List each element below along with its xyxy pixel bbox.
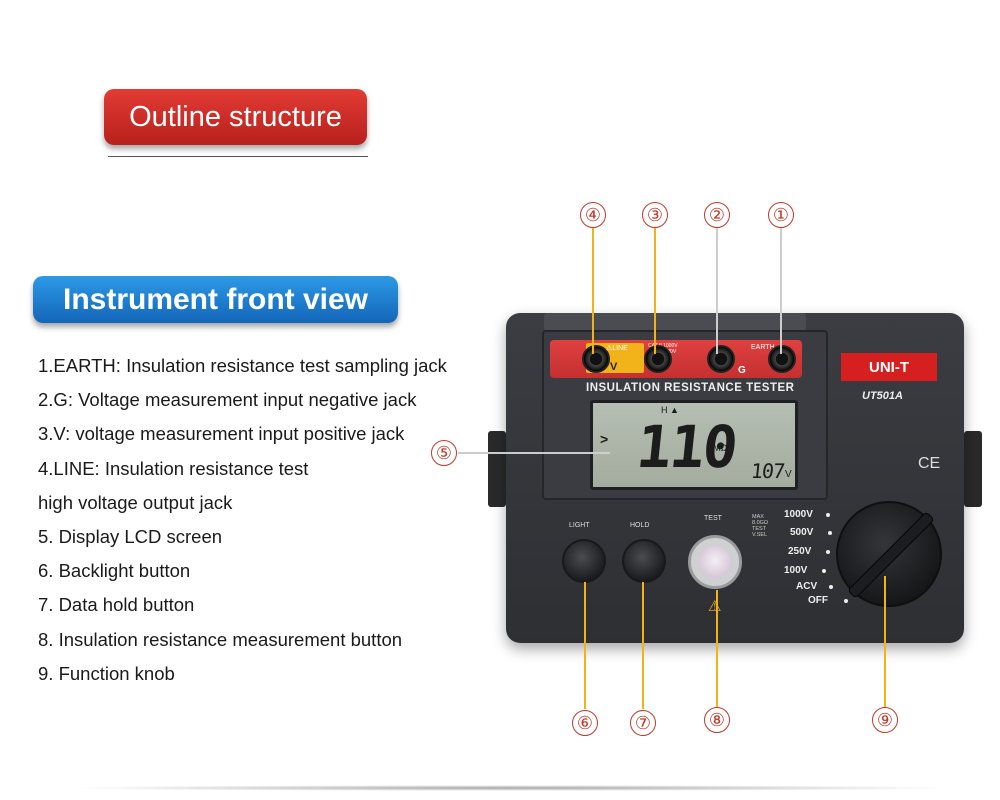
g-jack[interactable] bbox=[707, 345, 735, 373]
hold-button[interactable] bbox=[622, 539, 666, 583]
leader-line-8 bbox=[716, 590, 718, 708]
left-side-bracket bbox=[488, 431, 506, 507]
g-jack-label: G bbox=[738, 365, 746, 376]
earth-jack[interactable] bbox=[768, 345, 796, 373]
range-dot bbox=[829, 585, 833, 589]
range-dot bbox=[822, 569, 826, 573]
callout-7: ⑦ bbox=[630, 710, 656, 736]
insulation-tester-device: ⚠LINE V CAT II 1000V CAT III 600V G EART… bbox=[488, 313, 982, 643]
callout-8: ⑧ bbox=[704, 707, 730, 733]
callout-2: ② bbox=[704, 202, 730, 228]
lcd-sub-unit: V bbox=[785, 469, 792, 480]
description-backlight: 6. Backlight button bbox=[38, 560, 191, 582]
range-100v: 100V bbox=[784, 565, 808, 576]
brand-logo: UNI-T bbox=[841, 353, 937, 381]
range-note: MAX 8.0GΩ TEST V.SEL bbox=[752, 514, 769, 538]
outline-structure-title: Outline structure bbox=[129, 100, 342, 133]
v-jack[interactable] bbox=[644, 345, 672, 373]
callout-9: ⑨ bbox=[872, 707, 898, 733]
model-label: UT501A bbox=[862, 390, 903, 402]
range-dot bbox=[844, 599, 848, 603]
lcd-status-icons: H ▲ bbox=[661, 405, 679, 415]
range-dot bbox=[826, 513, 830, 517]
leader-line-1 bbox=[780, 228, 782, 354]
range-dot bbox=[826, 550, 830, 554]
line-jack[interactable] bbox=[582, 345, 610, 373]
leader-line-4 bbox=[592, 228, 594, 354]
warning-icon: ⚠ bbox=[708, 598, 722, 615]
earth-jack-label: EARTH bbox=[751, 344, 775, 351]
backlight-button[interactable] bbox=[562, 539, 606, 583]
range-1000v: 1000V bbox=[784, 509, 813, 520]
leader-line-6 bbox=[584, 582, 586, 709]
range-off: OFF bbox=[808, 595, 828, 606]
callout-4: ④ bbox=[580, 202, 606, 228]
right-side-bracket bbox=[964, 431, 982, 507]
front-view-banner: Instrument front view bbox=[33, 276, 398, 323]
function-knob[interactable] bbox=[836, 501, 942, 607]
leader-line-7 bbox=[642, 582, 644, 709]
ce-mark: CE bbox=[918, 455, 941, 472]
leader-line-2 bbox=[716, 228, 718, 354]
leader-line-5 bbox=[458, 452, 610, 454]
description-line-cont: high voltage output jack bbox=[38, 491, 233, 513]
line-jack-label: ⚠LINE bbox=[606, 345, 628, 352]
panel-label: INSULATION RESISTANCE TESTER bbox=[586, 382, 795, 394]
description-g: 2.G: Voltage measurement input negative … bbox=[38, 389, 417, 411]
description-list: 1.EARTH: Insulation resistance test samp… bbox=[38, 354, 508, 696]
front-view-title: Instrument front view bbox=[62, 282, 369, 316]
description-lcd: 5. Display LCD screen bbox=[38, 525, 223, 547]
banner-underline bbox=[108, 156, 368, 157]
outline-structure-banner: Outline structure bbox=[104, 89, 367, 145]
description-test: 8. Insulation resistance measurement but… bbox=[38, 628, 403, 650]
description-hold: 7. Data hold button bbox=[38, 594, 195, 616]
top-rail bbox=[544, 313, 806, 331]
leader-line-3 bbox=[654, 228, 656, 354]
test-button[interactable] bbox=[688, 535, 742, 589]
leader-line-9 bbox=[884, 576, 886, 708]
hold-button-label: HOLD bbox=[630, 522, 650, 529]
description-line: 4.LINE: Insulation resistance test bbox=[38, 457, 309, 479]
lcd-arrow: > bbox=[600, 431, 609, 447]
range-250v: 250V bbox=[788, 546, 812, 557]
description-v: 3.V: voltage measurement input positive … bbox=[38, 423, 405, 445]
callout-3: ③ bbox=[642, 202, 668, 228]
callout-5: ⑤ bbox=[431, 440, 457, 466]
callout-1: ① bbox=[768, 202, 794, 228]
floor-shadow bbox=[60, 785, 960, 791]
light-button-label: LIGHT bbox=[569, 522, 590, 529]
test-button-label: TEST bbox=[704, 515, 722, 522]
callout-6: ⑥ bbox=[572, 710, 598, 736]
range-500v: 500V bbox=[790, 527, 814, 538]
v-jack-label: V bbox=[610, 361, 618, 373]
description-earth: 1.EARTH: Insulation resistance test samp… bbox=[38, 355, 447, 376]
lcd-screen: H ▲ > 110 MΩ 107 V bbox=[590, 400, 798, 490]
range-acv: ACV bbox=[796, 581, 818, 592]
lcd-main-unit: MΩ bbox=[713, 443, 728, 453]
function-knob-grip bbox=[847, 511, 935, 599]
lcd-sub-reading: 107 bbox=[749, 459, 786, 483]
test-button-cap bbox=[699, 546, 731, 578]
device-body: ⚠LINE V CAT II 1000V CAT III 600V G EART… bbox=[506, 313, 964, 643]
range-dot bbox=[828, 531, 832, 535]
description-knob: 9. Function knob bbox=[38, 662, 175, 684]
